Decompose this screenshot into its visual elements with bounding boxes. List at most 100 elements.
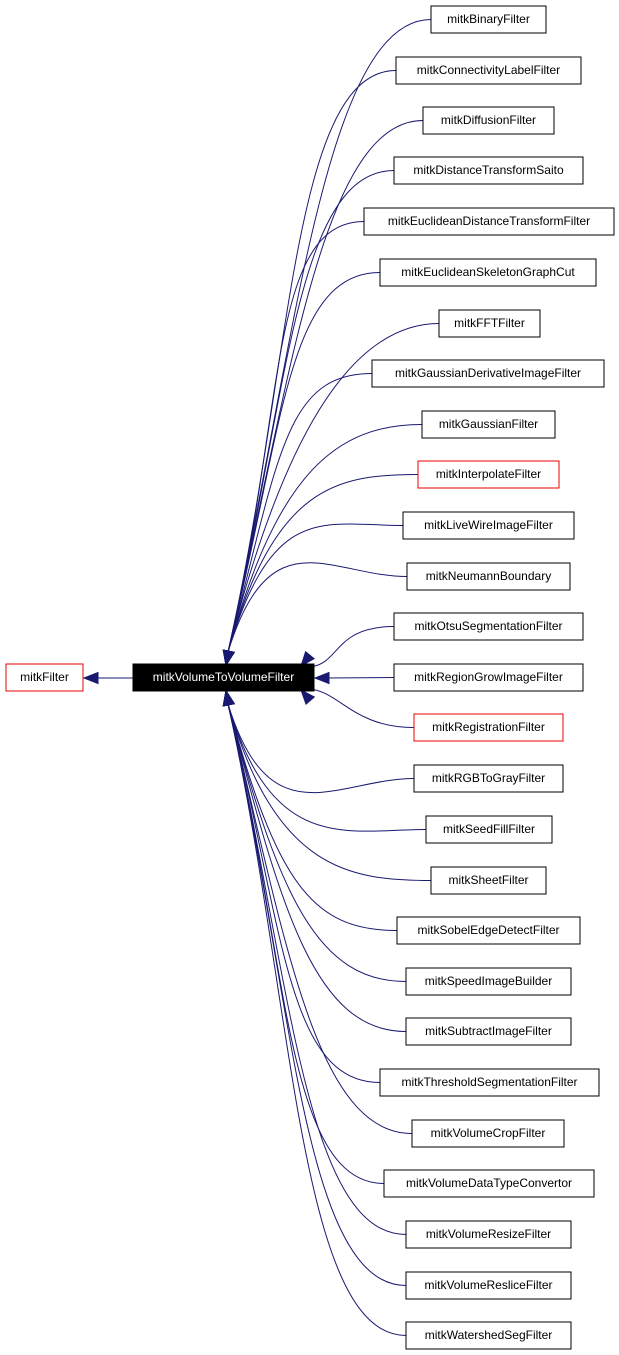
node-mitk-interpolate-filter-box bbox=[417, 460, 560, 489]
node-mitk-euclidean-distance-transform-filter[interactable]: mitkEuclideanDistanceTransformFilter bbox=[363, 207, 615, 236]
edge-from-mitk-sheet-filter bbox=[227, 703, 432, 881]
node-mitk-speed-image-builder[interactable]: mitkSpeedImageBuilder bbox=[405, 967, 572, 996]
node-mitk-connectivity-label-filter-label: mitkConnectivityLabelFilter bbox=[417, 63, 560, 77]
edge-from-mitk-gaussian-derivative-image-filter bbox=[227, 373, 373, 653]
class-nodes: mitkFilter mitkVolumeToVolumeFilter mitk… bbox=[5, 5, 615, 1350]
node-mitk-threshold-segmentation-filter[interactable]: mitkThresholdSegmentationFilter bbox=[379, 1068, 600, 1097]
edge-from-mitk-volume-crop-filter bbox=[227, 703, 413, 1134]
node-mitk-volume-data-type-convertor-box bbox=[383, 1169, 595, 1198]
node-mitk-fft-filter-box bbox=[438, 309, 541, 338]
node-mitk-diffusion-filter-label: mitkDiffusionFilter bbox=[441, 113, 536, 127]
node-mitk-sobel-edge-detect-filter-box bbox=[396, 916, 581, 945]
edge-from-mitk-sobel-edge-detect-filter bbox=[227, 703, 398, 931]
edge-from-mitk-registration-filter bbox=[309, 688, 415, 728]
node-mitk-rgb-to-gray-filter-box bbox=[413, 764, 564, 793]
node-mitk-subtract-image-filter-label: mitkSubtractImageFilter bbox=[425, 1024, 552, 1038]
node-mitk-region-grow-image-filter[interactable]: mitkRegionGrowImageFilter bbox=[393, 663, 584, 692]
node-mitk-gaussian-filter[interactable]: mitkGaussianFilter bbox=[421, 410, 556, 439]
node-mitk-diffusion-filter-box bbox=[422, 106, 555, 135]
inheritance-edges bbox=[97, 19, 440, 1336]
edge-from-mitk-volume-resize-filter bbox=[227, 703, 407, 1235]
edge-from-mitk-gaussian-filter bbox=[227, 424, 423, 653]
edge-from-mitk-distance-transform-saito bbox=[227, 170, 395, 653]
edge-from-mitk-interpolate-filter bbox=[227, 474, 419, 653]
node-mitk-subtract-image-filter[interactable]: mitkSubtractImageFilter bbox=[405, 1017, 572, 1046]
edge-from-mitk-speed-image-builder bbox=[227, 703, 407, 982]
edge-from-mitk-fft-filter bbox=[227, 323, 440, 653]
node-mitk-registration-filter-box bbox=[413, 713, 564, 742]
edge-from-mitk-rgb-to-gray-filter bbox=[227, 703, 415, 794]
node-mitk-neumann-boundary-box bbox=[406, 562, 571, 591]
node-mitk-registration-filter[interactable]: mitkRegistrationFilter bbox=[413, 713, 564, 742]
node-mitk-euclidean-skeleton-graph-cut[interactable]: mitkEuclideanSkeletonGraphCut bbox=[379, 258, 597, 287]
node-mitk-euclidean-skeleton-graph-cut-box bbox=[379, 258, 597, 287]
edge-from-mitk-subtract-image-filter bbox=[227, 703, 407, 1032]
node-mitk-neumann-boundary[interactable]: mitkNeumannBoundary bbox=[406, 562, 571, 591]
node-mitk-otsu-segmentation-filter[interactable]: mitkOtsuSegmentationFilter bbox=[393, 612, 584, 641]
node-mitk-connectivity-label-filter[interactable]: mitkConnectivityLabelFilter bbox=[395, 56, 582, 85]
node-mitk-seed-fill-filter[interactable]: mitkSeedFillFilter bbox=[425, 815, 553, 844]
node-mitk-euclidean-distance-transform-filter-label: mitkEuclideanDistanceTransformFilter bbox=[388, 214, 590, 228]
edge-from-mitk-live-wire-image-filter bbox=[227, 523, 404, 653]
node-mitk-interpolate-filter[interactable]: mitkInterpolateFilter bbox=[417, 460, 560, 489]
node-mitk-distance-transform-saito-box bbox=[393, 156, 584, 185]
node-mitk-volume-resize-filter[interactable]: mitkVolumeResizeFilter bbox=[405, 1220, 572, 1249]
node-mitk-binary-filter-box bbox=[430, 5, 547, 34]
node-mitk-watershed-seg-filter-box bbox=[405, 1321, 572, 1350]
node-mitk-filter-label: mitkFilter bbox=[20, 670, 69, 684]
node-mitk-binary-filter[interactable]: mitkBinaryFilter bbox=[430, 5, 547, 34]
edge-from-mitk-diffusion-filter bbox=[227, 120, 424, 653]
node-mitk-volume-reslice-filter-label: mitkVolumeResliceFilter bbox=[424, 1278, 552, 1292]
node-mitk-subtract-image-filter-box bbox=[405, 1017, 572, 1046]
edge-from-mitk-euclidean-skeleton-graph-cut bbox=[227, 272, 381, 653]
node-mitk-speed-image-builder-box bbox=[405, 967, 572, 996]
node-mitk-fft-filter[interactable]: mitkFFTFilter bbox=[438, 309, 541, 338]
node-mitk-volume-resize-filter-label: mitkVolumeResizeFilter bbox=[426, 1227, 551, 1241]
node-mitk-euclidean-distance-transform-filter-box bbox=[363, 207, 615, 236]
edge-from-mitk-euclidean-distance-transform-filter bbox=[227, 221, 365, 653]
node-mitk-gaussian-derivative-image-filter[interactable]: mitkGaussianDerivativeImageFilter bbox=[371, 359, 605, 388]
node-mitk-otsu-segmentation-filter-label: mitkOtsuSegmentationFilter bbox=[414, 619, 562, 633]
node-mitk-watershed-seg-filter[interactable]: mitkWatershedSegFilter bbox=[405, 1321, 572, 1350]
node-mitk-sobel-edge-detect-filter-label: mitkSobelEdgeDetectFilter bbox=[417, 923, 559, 937]
edge-from-mitk-region-grow-image-filter bbox=[326, 677, 395, 679]
node-mitk-sheet-filter[interactable]: mitkSheetFilter bbox=[430, 866, 547, 895]
node-mitk-fft-filter-label: mitkFFTFilter bbox=[454, 316, 525, 330]
node-mitk-volume-data-type-convertor-label: mitkVolumeDataTypeConvertor bbox=[406, 1176, 572, 1190]
node-mitk-volume-data-type-convertor[interactable]: mitkVolumeDataTypeConvertor bbox=[383, 1169, 595, 1198]
node-mitk-diffusion-filter[interactable]: mitkDiffusionFilter bbox=[422, 106, 555, 135]
node-mitk-volume-crop-filter[interactable]: mitkVolumeCropFilter bbox=[411, 1119, 565, 1148]
edge-from-mitk-seed-fill-filter bbox=[227, 703, 427, 832]
edge-from-mitk-otsu-segmentation-filter bbox=[309, 626, 395, 668]
node-mitk-gaussian-derivative-image-filter-label: mitkGaussianDerivativeImageFilter bbox=[395, 366, 581, 380]
node-mitk-region-grow-image-filter-label: mitkRegionGrowImageFilter bbox=[414, 670, 563, 684]
node-mitk-distance-transform-saito[interactable]: mitkDistanceTransformSaito bbox=[393, 156, 584, 185]
node-mitk-filter[interactable]: mitkFilter bbox=[5, 663, 84, 692]
node-mitk-speed-image-builder-label: mitkSpeedImageBuilder bbox=[425, 974, 552, 988]
node-mitk-interpolate-filter-label: mitkInterpolateFilter bbox=[436, 467, 541, 481]
node-mitk-rgb-to-gray-filter[interactable]: mitkRGBToGrayFilter bbox=[413, 764, 564, 793]
node-mitk-gaussian-filter-label: mitkGaussianFilter bbox=[439, 417, 538, 431]
node-mitk-volume-to-volume-filter-label: mitkVolumeToVolumeFilter bbox=[153, 670, 294, 684]
node-mitk-volume-reslice-filter[interactable]: mitkVolumeResliceFilter bbox=[405, 1271, 572, 1300]
node-mitk-live-wire-image-filter-box bbox=[402, 511, 575, 540]
arrowhead-from-mitk-neumann-boundary bbox=[222, 649, 235, 667]
node-mitk-sheet-filter-box bbox=[430, 866, 547, 895]
edge-from-mitk-watershed-seg-filter bbox=[227, 703, 407, 1336]
node-mitk-sobel-edge-detect-filter[interactable]: mitkSobelEdgeDetectFilter bbox=[396, 916, 581, 945]
node-mitk-volume-crop-filter-box bbox=[411, 1119, 565, 1148]
node-mitk-neumann-boundary-label: mitkNeumannBoundary bbox=[426, 569, 551, 583]
node-mitk-volume-to-volume-filter-box bbox=[132, 663, 315, 692]
edge-from-mitk-neumann-boundary bbox=[227, 562, 408, 653]
node-mitk-sheet-filter-label: mitkSheetFilter bbox=[448, 873, 528, 887]
node-mitk-volume-resize-filter-box bbox=[405, 1220, 572, 1249]
node-mitk-seed-fill-filter-box bbox=[425, 815, 553, 844]
edge-from-mitk-threshold-segmentation-filter bbox=[227, 703, 381, 1083]
node-mitk-live-wire-image-filter[interactable]: mitkLiveWireImageFilter bbox=[402, 511, 575, 540]
edge-from-mitk-volume-reslice-filter bbox=[227, 703, 407, 1286]
node-mitk-connectivity-label-filter-box bbox=[395, 56, 582, 85]
node-mitk-volume-to-volume-filter[interactable]: mitkVolumeToVolumeFilter bbox=[132, 663, 315, 692]
node-mitk-threshold-segmentation-filter-box bbox=[379, 1068, 600, 1097]
node-mitk-filter-box bbox=[5, 663, 84, 692]
